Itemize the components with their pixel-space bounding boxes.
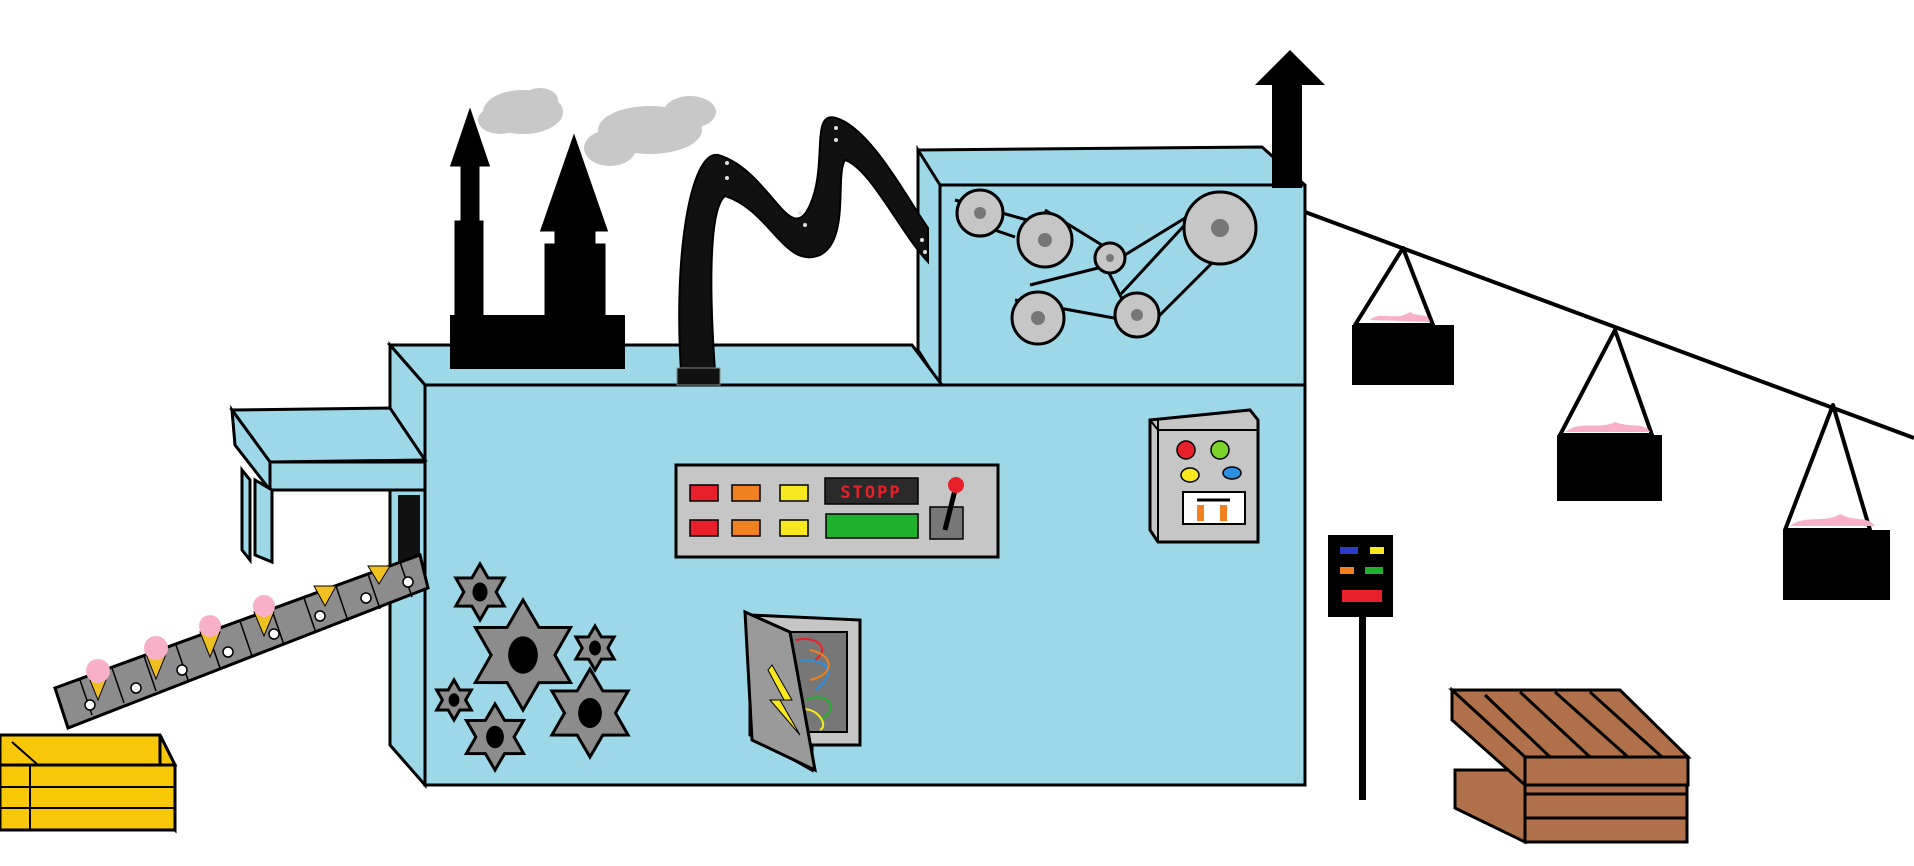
pulley-icon [955,188,1005,238]
cable-line [1304,210,1914,440]
blue-button[interactable] [1222,466,1242,480]
pulley-icon [1016,211,1074,269]
red-button[interactable] [689,484,719,502]
pulley-icon [1093,241,1127,275]
ice-cream-cone-icon [144,636,168,681]
yellow-button[interactable] [779,484,809,502]
ice-cream-cone-icon [199,615,221,659]
ice-cream-cone-icon [367,565,391,585]
ice-cream-cone-icon [253,595,275,638]
ice-cream-cone-icon [313,585,337,608]
gear-icon [472,597,574,713]
smoke-icon [478,88,716,166]
electrical-cabinet [743,609,862,773]
orange-button[interactable] [731,519,761,537]
pulley-system [954,188,1258,346]
button-box [1148,408,1260,544]
lever-icon[interactable] [929,477,964,540]
output-chute [229,404,428,575]
gondola-bucket [1783,403,1890,600]
gear-icon [549,666,631,760]
ice-cream-cone-icon [86,659,110,702]
orange-button[interactable] [731,484,761,502]
gondola-bucket [1352,246,1454,385]
signal-post [1328,535,1393,800]
yellow-button[interactable] [779,519,809,537]
wooden-crate-icon [1448,686,1692,845]
green-button[interactable] [1210,440,1230,460]
lightning-bolt-icon [767,664,801,736]
pulley-icon [1113,291,1161,339]
power-socket [1182,491,1246,525]
exhaust-pipe-icon [1255,50,1325,188]
gears-cluster [434,561,631,773]
hose-belt-icon [676,116,929,386]
red-button[interactable] [689,519,719,537]
gondola-bucket [1557,328,1662,501]
gear-icon [434,677,474,723]
pulley-icon [1182,190,1258,266]
pulley-icon [1010,290,1066,346]
status-display [824,477,919,505]
yellow-button[interactable] [1180,467,1200,483]
control-panel: STOPP [674,463,1000,559]
wooden-crate-icon [0,733,178,834]
gear-icon [573,623,617,673]
status-display-text: STOPP [840,483,901,503]
progress-bar [825,513,919,539]
gear-icon [453,561,507,623]
gear-icon [463,701,527,773]
conveyor-belt [53,553,430,730]
red-button[interactable] [1176,440,1196,460]
